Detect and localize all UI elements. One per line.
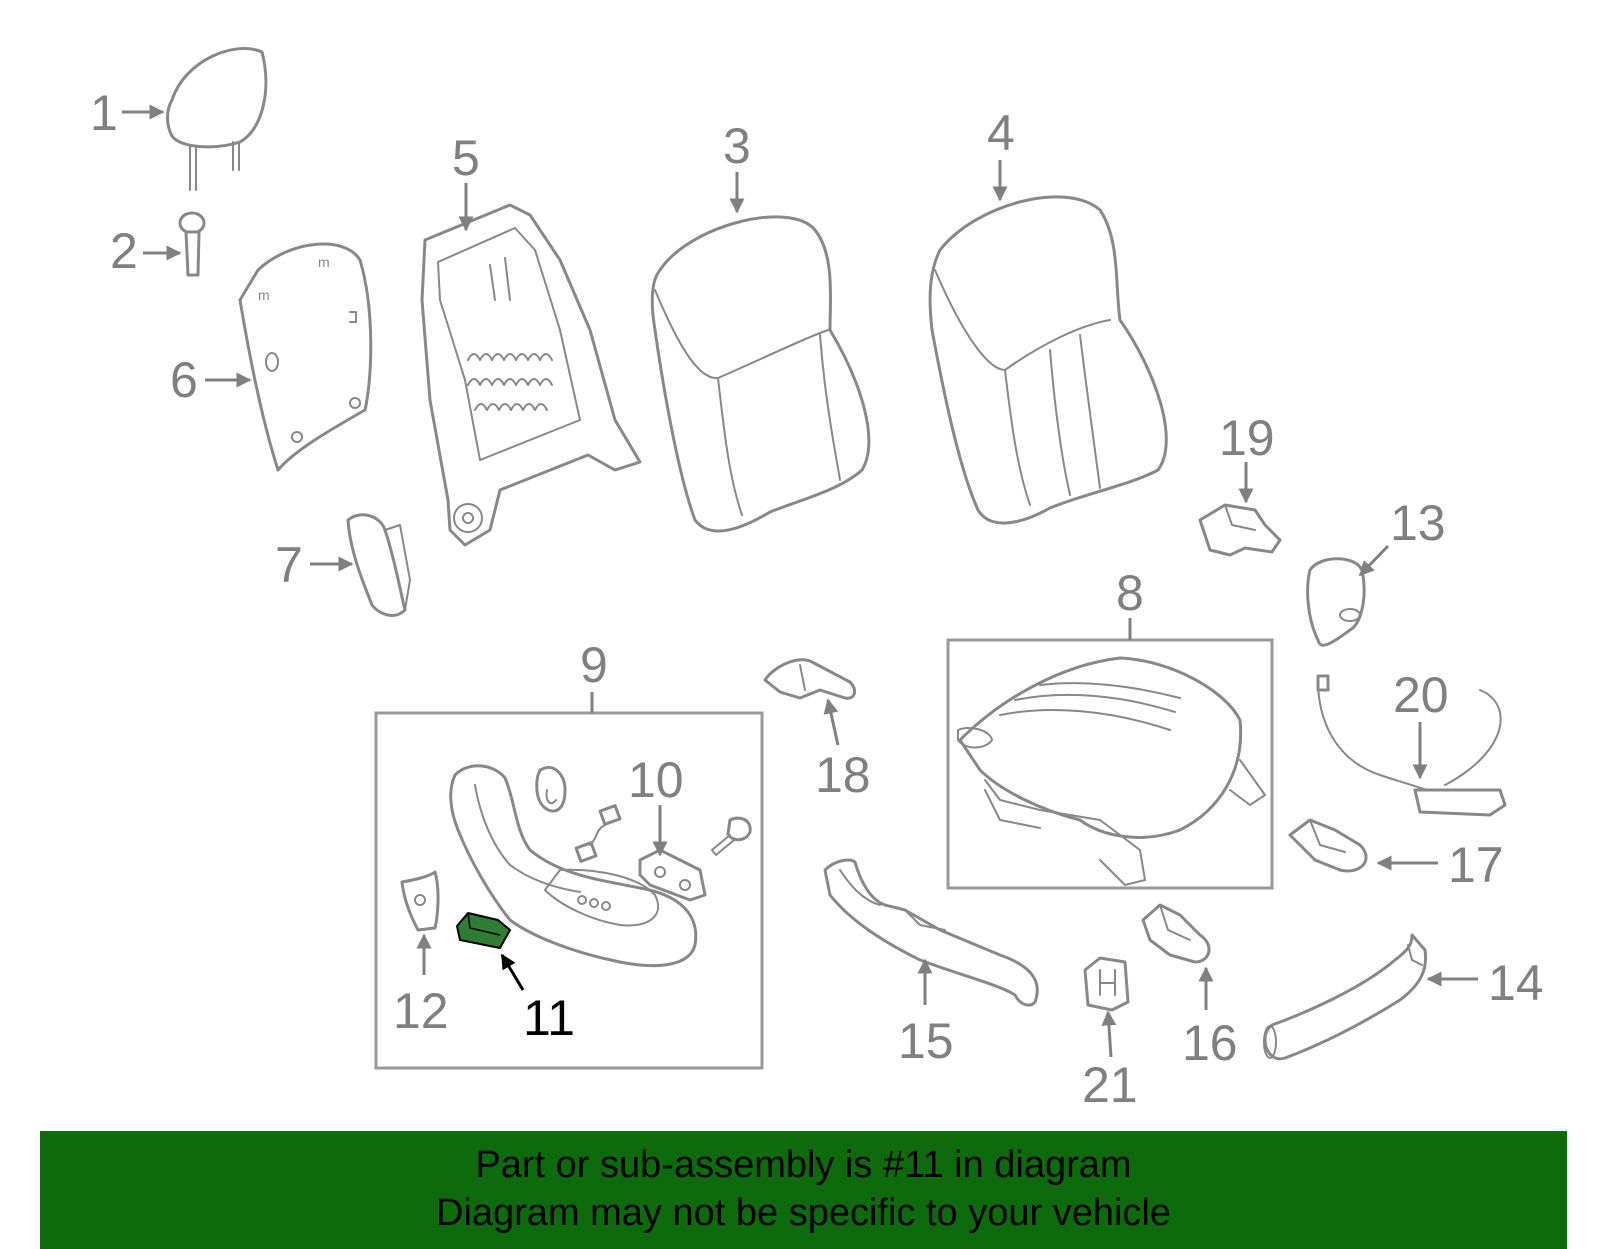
leader-8: 8 bbox=[1116, 565, 1144, 640]
label-21: 21 bbox=[1082, 1057, 1138, 1113]
label-3: 3 bbox=[723, 118, 751, 174]
part-3-seat-back-cover[interactable] bbox=[650, 215, 871, 533]
label-16: 16 bbox=[1182, 1015, 1238, 1071]
label-10: 10 bbox=[628, 752, 684, 808]
label-4: 4 bbox=[987, 105, 1015, 161]
leader-11: 11 bbox=[500, 953, 575, 1046]
part-18-bracket[interactable] bbox=[763, 658, 857, 700]
part-4-seat-back-cover[interactable] bbox=[928, 195, 1168, 525]
leader-1: 1 bbox=[90, 85, 165, 141]
part-2-headrest-guide[interactable] bbox=[178, 211, 206, 277]
part-17-bracket[interactable] bbox=[1288, 818, 1368, 873]
leader-9: 9 bbox=[580, 637, 608, 713]
label-1: 1 bbox=[90, 85, 118, 141]
info-banner: Part or sub-assembly is #11 in diagram D… bbox=[40, 1131, 1567, 1249]
part-9-side-shield-assembly[interactable] bbox=[374, 711, 764, 1070]
label-2: 2 bbox=[110, 223, 138, 279]
label-15: 15 bbox=[898, 1013, 954, 1069]
label-5: 5 bbox=[452, 130, 480, 186]
switch-connector[interactable] bbox=[574, 804, 622, 863]
leader-15: 15 bbox=[898, 958, 954, 1069]
leader-7: 7 bbox=[275, 537, 354, 593]
part-13-knob-cover[interactable] bbox=[1306, 557, 1366, 647]
label-12: 12 bbox=[393, 983, 449, 1039]
part-1-headrest[interactable] bbox=[166, 47, 268, 191]
leader-10: 10 bbox=[628, 752, 684, 857]
label-18: 18 bbox=[815, 747, 871, 803]
leader-20: 20 bbox=[1393, 667, 1449, 780]
leader-17: 17 bbox=[1376, 837, 1504, 893]
part-7-side-trim[interactable] bbox=[346, 513, 411, 617]
part-21-clip[interactable] bbox=[1083, 956, 1130, 1012]
leader-14: 14 bbox=[1426, 955, 1544, 1011]
part-11-highlighted-cover[interactable] bbox=[456, 912, 511, 949]
leader-21: 21 bbox=[1082, 1010, 1138, 1113]
leader-13: 13 bbox=[1358, 495, 1446, 577]
side-shield-panel[interactable] bbox=[449, 764, 698, 968]
part-15-trim-strip[interactable] bbox=[823, 858, 1039, 1007]
label-7: 7 bbox=[275, 537, 303, 593]
label-17: 17 bbox=[1448, 837, 1504, 893]
part-6-seat-back-panel[interactable]: m m bbox=[238, 242, 373, 472]
label-6: 6 bbox=[170, 352, 198, 408]
banner-line-1: Part or sub-assembly is #11 in diagram bbox=[475, 1144, 1132, 1186]
label-13: 13 bbox=[1390, 495, 1446, 551]
part-8-seat-cushion-assembly[interactable] bbox=[946, 638, 1274, 890]
label-11: 11 bbox=[523, 990, 575, 1046]
part-14-trim-strip[interactable] bbox=[1263, 933, 1428, 1061]
leader-16: 16 bbox=[1182, 966, 1238, 1071]
svg-text:m: m bbox=[258, 287, 270, 303]
leader-5: 5 bbox=[452, 130, 480, 232]
leader-2: 2 bbox=[110, 223, 182, 279]
part-20-wire-harness[interactable] bbox=[1316, 674, 1507, 817]
leader-4: 4 bbox=[987, 105, 1015, 202]
label-14: 14 bbox=[1488, 955, 1544, 1011]
screw[interactable] bbox=[711, 816, 752, 856]
label-8: 8 bbox=[1116, 565, 1144, 621]
leader-6: 6 bbox=[170, 352, 252, 408]
label-19: 19 bbox=[1219, 410, 1275, 466]
lever-knob[interactable] bbox=[535, 765, 567, 813]
part-16-bracket[interactable] bbox=[1141, 903, 1211, 964]
part-5-seat-back-frame[interactable] bbox=[420, 203, 642, 547]
part-19-bracket[interactable] bbox=[1198, 503, 1282, 557]
leader-12: 12 bbox=[393, 933, 449, 1039]
label-20: 20 bbox=[1393, 667, 1449, 723]
part-12-trim-piece[interactable] bbox=[400, 870, 440, 932]
label-9: 9 bbox=[580, 637, 608, 693]
leader-19: 19 bbox=[1219, 410, 1275, 504]
banner-line-2: Diagram may not be specific to your vehi… bbox=[436, 1192, 1171, 1234]
svg-text:m: m bbox=[318, 254, 330, 270]
leader-18: 18 bbox=[815, 698, 871, 803]
leader-3: 3 bbox=[723, 118, 751, 214]
